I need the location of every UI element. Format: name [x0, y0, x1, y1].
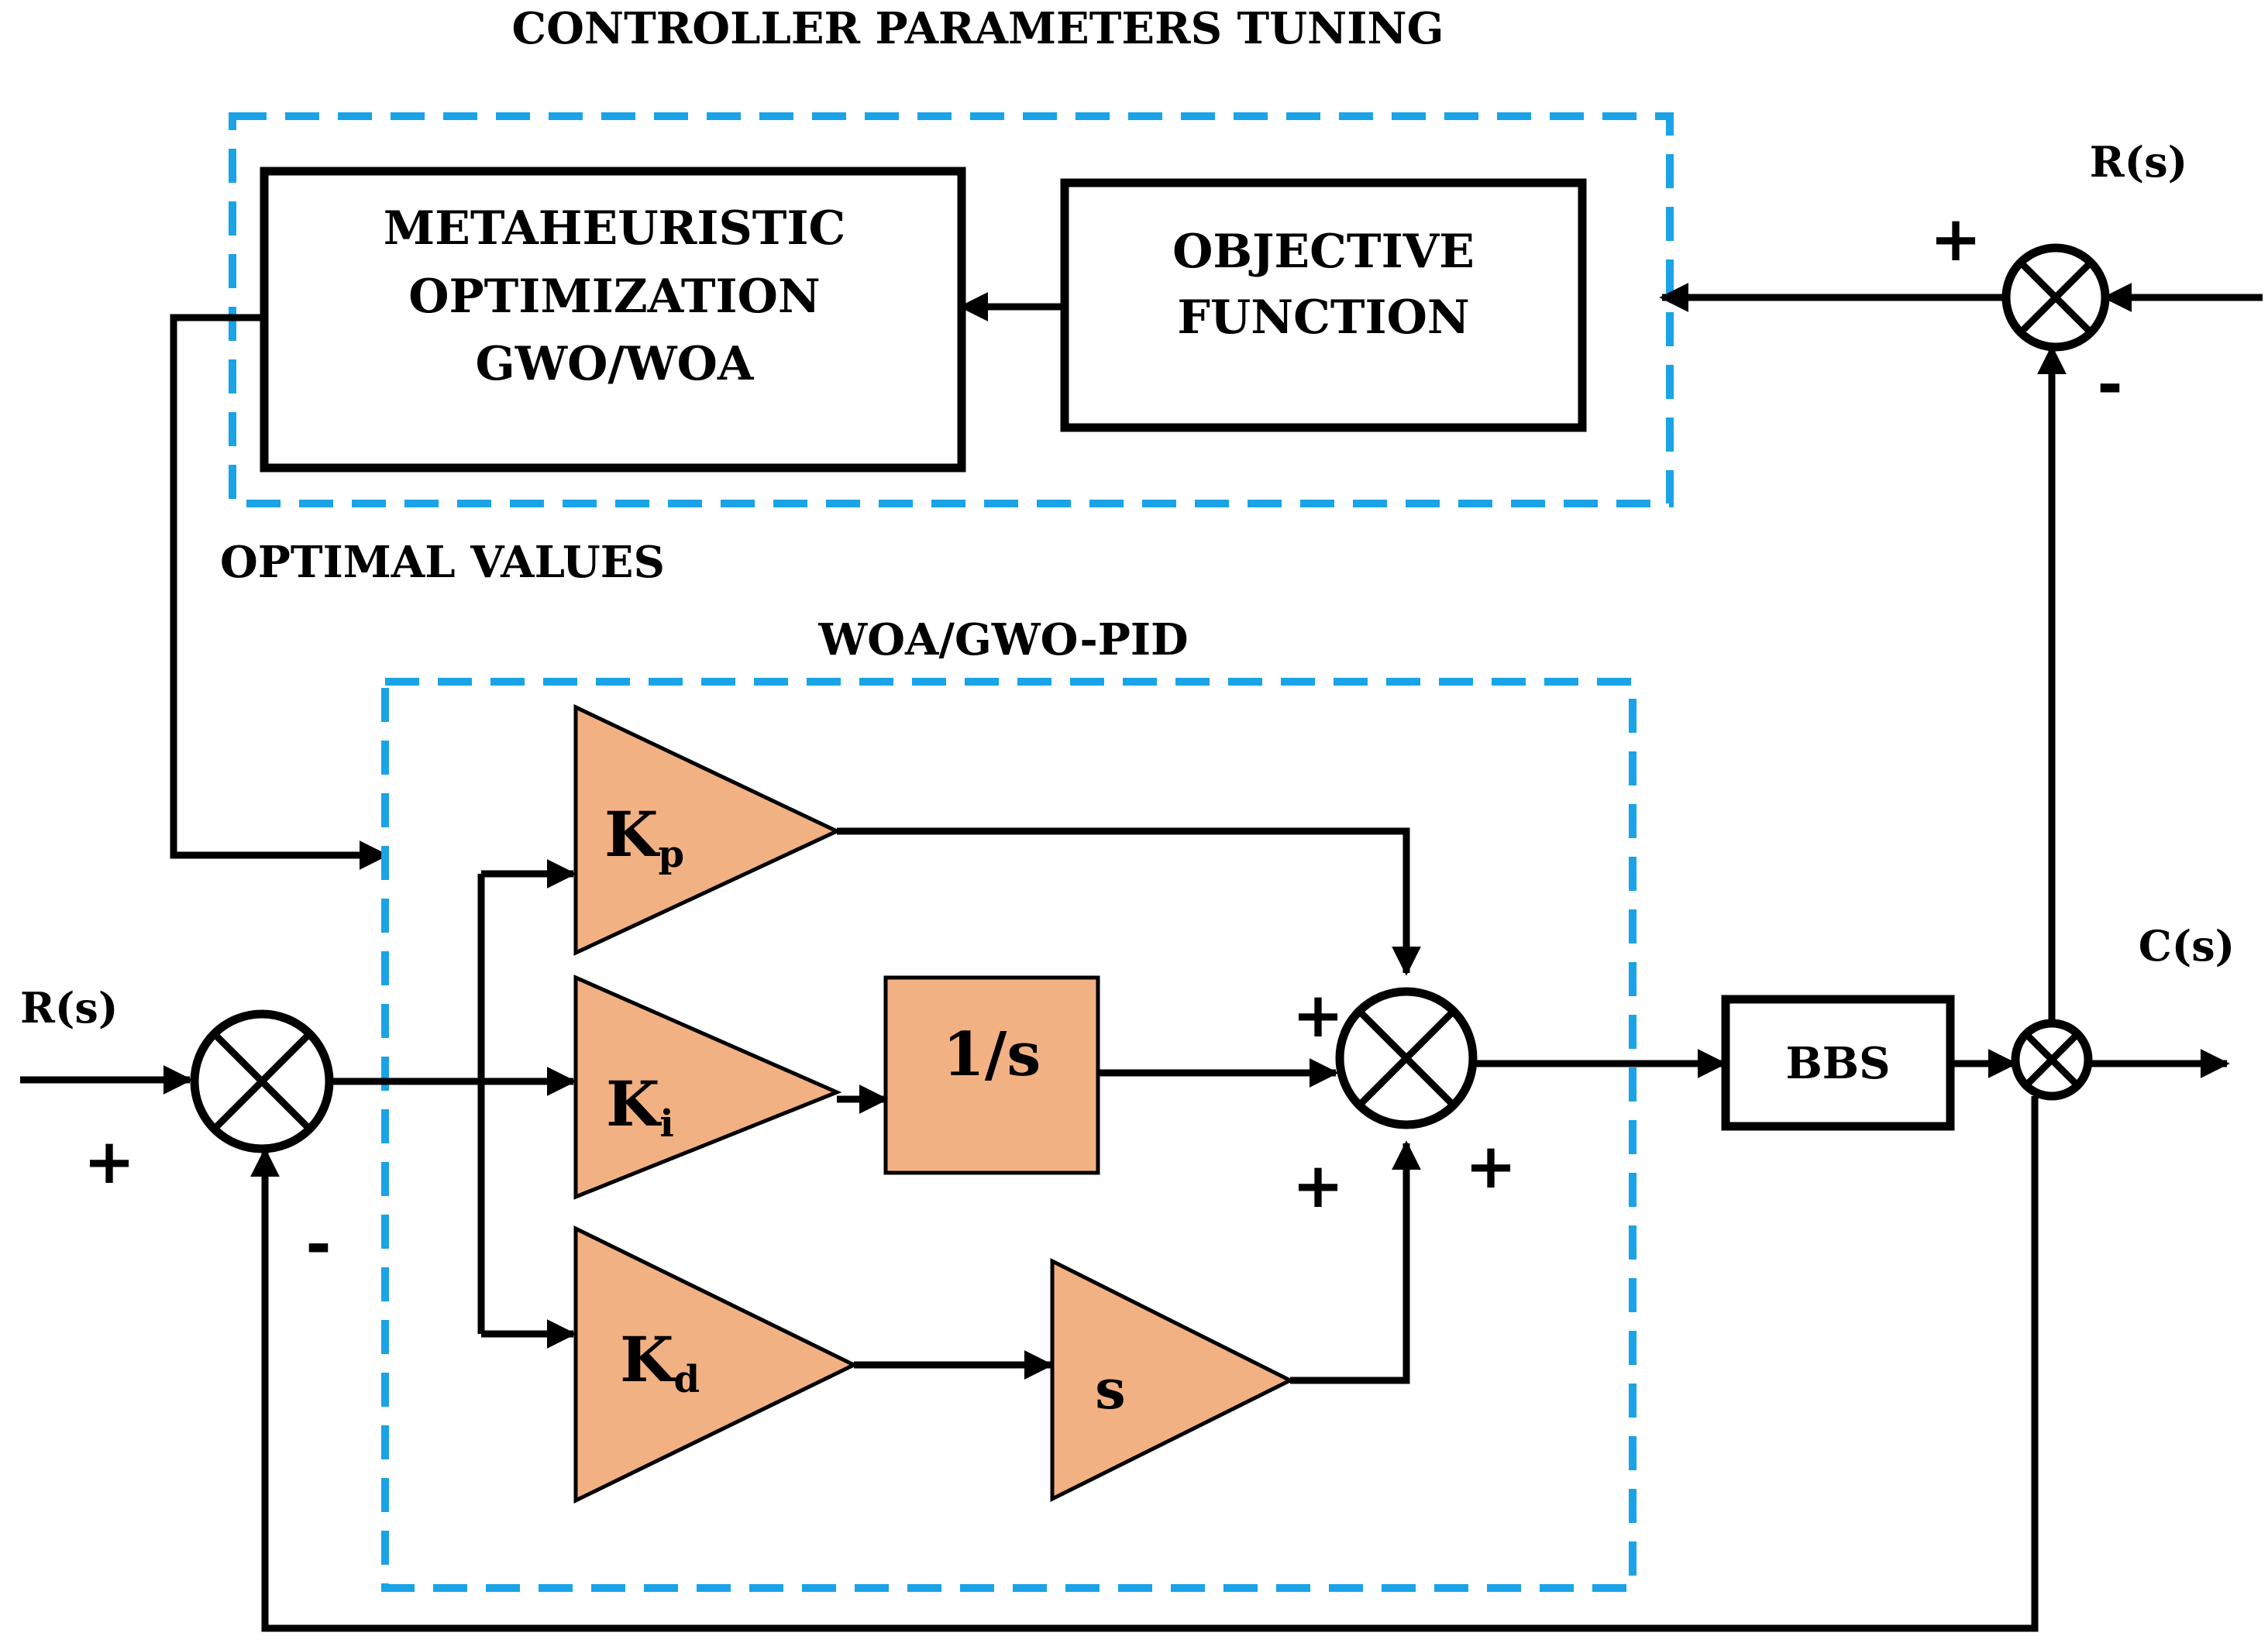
feedback-loop-path — [250, 1096, 2039, 1632]
pid-summing-junction — [1335, 987, 1478, 1129]
bbs-label: BBS — [1785, 1038, 1890, 1089]
pid-sum-plus-bottom-sign: + — [1292, 1150, 1344, 1222]
kd-gain-block: Kd — [573, 1225, 859, 1504]
metaheuristic-line-3: GWO/WOA — [475, 337, 754, 391]
optimal-values-path — [170, 314, 389, 870]
derivative-label: s — [1095, 1357, 1125, 1421]
objective-line-1: OBJECTIVE — [1172, 225, 1475, 279]
kd-label: Kd — [620, 1323, 700, 1401]
output-plus-sign: + — [1464, 1130, 1516, 1202]
integrator-block: 1/s — [883, 975, 1100, 1175]
reference-input-label: R(s) — [20, 983, 118, 1033]
objective-line-2: FUNCTION — [1177, 290, 1469, 345]
pid-group-border — [381, 678, 1636, 1592]
pid-group-title: WOA/GWO-PID — [817, 614, 1188, 665]
kp-to-sum-path — [837, 827, 1421, 976]
pid-sum-plus-left-sign: + — [1292, 979, 1344, 1051]
output-label: C(s) — [2139, 921, 2235, 971]
input-plus-sign: + — [83, 1126, 135, 1198]
tuning-group-border — [229, 112, 1674, 507]
optimal-values-label: OPTIMAL VALUES — [220, 537, 665, 588]
diagram-title: CONTROLLER PARAMETERS TUNING — [512, 3, 1444, 54]
integrator-label: 1/s — [943, 1019, 1041, 1090]
output-summing-junction — [2011, 1019, 2093, 1101]
kp-gain-block: Kp — [573, 704, 841, 956]
ki-gain-block: Ki — [573, 974, 842, 1200]
top-summing-junction — [2001, 243, 2110, 352]
bbs-plant-block: BBS — [1721, 995, 1955, 1131]
metaheuristic-line-2: OPTIMIZATION — [408, 270, 820, 324]
derivative-block: s — [1050, 1257, 1295, 1503]
top-plus-sign: + — [1929, 203, 1981, 275]
top-reference-label: R(s) — [2090, 137, 2187, 187]
metaheuristic-line-1: METAHEURISTIC — [384, 201, 846, 256]
top-minus-sign: - — [2097, 349, 2122, 421]
metaheuristic-optimization-block: METAHEURISTIC OPTIMIZATION GWO/WOA — [260, 167, 966, 473]
error-summing-junction — [190, 1009, 334, 1153]
objective-function-block: OBJECTIVE FUNCTION — [1060, 178, 1587, 432]
derivative-to-sum-path — [1290, 1140, 1421, 1384]
kp-label: Kp — [604, 798, 684, 876]
feedback-minus-sign: - — [305, 1208, 331, 1280]
ki-label: Ki — [606, 1067, 674, 1146]
